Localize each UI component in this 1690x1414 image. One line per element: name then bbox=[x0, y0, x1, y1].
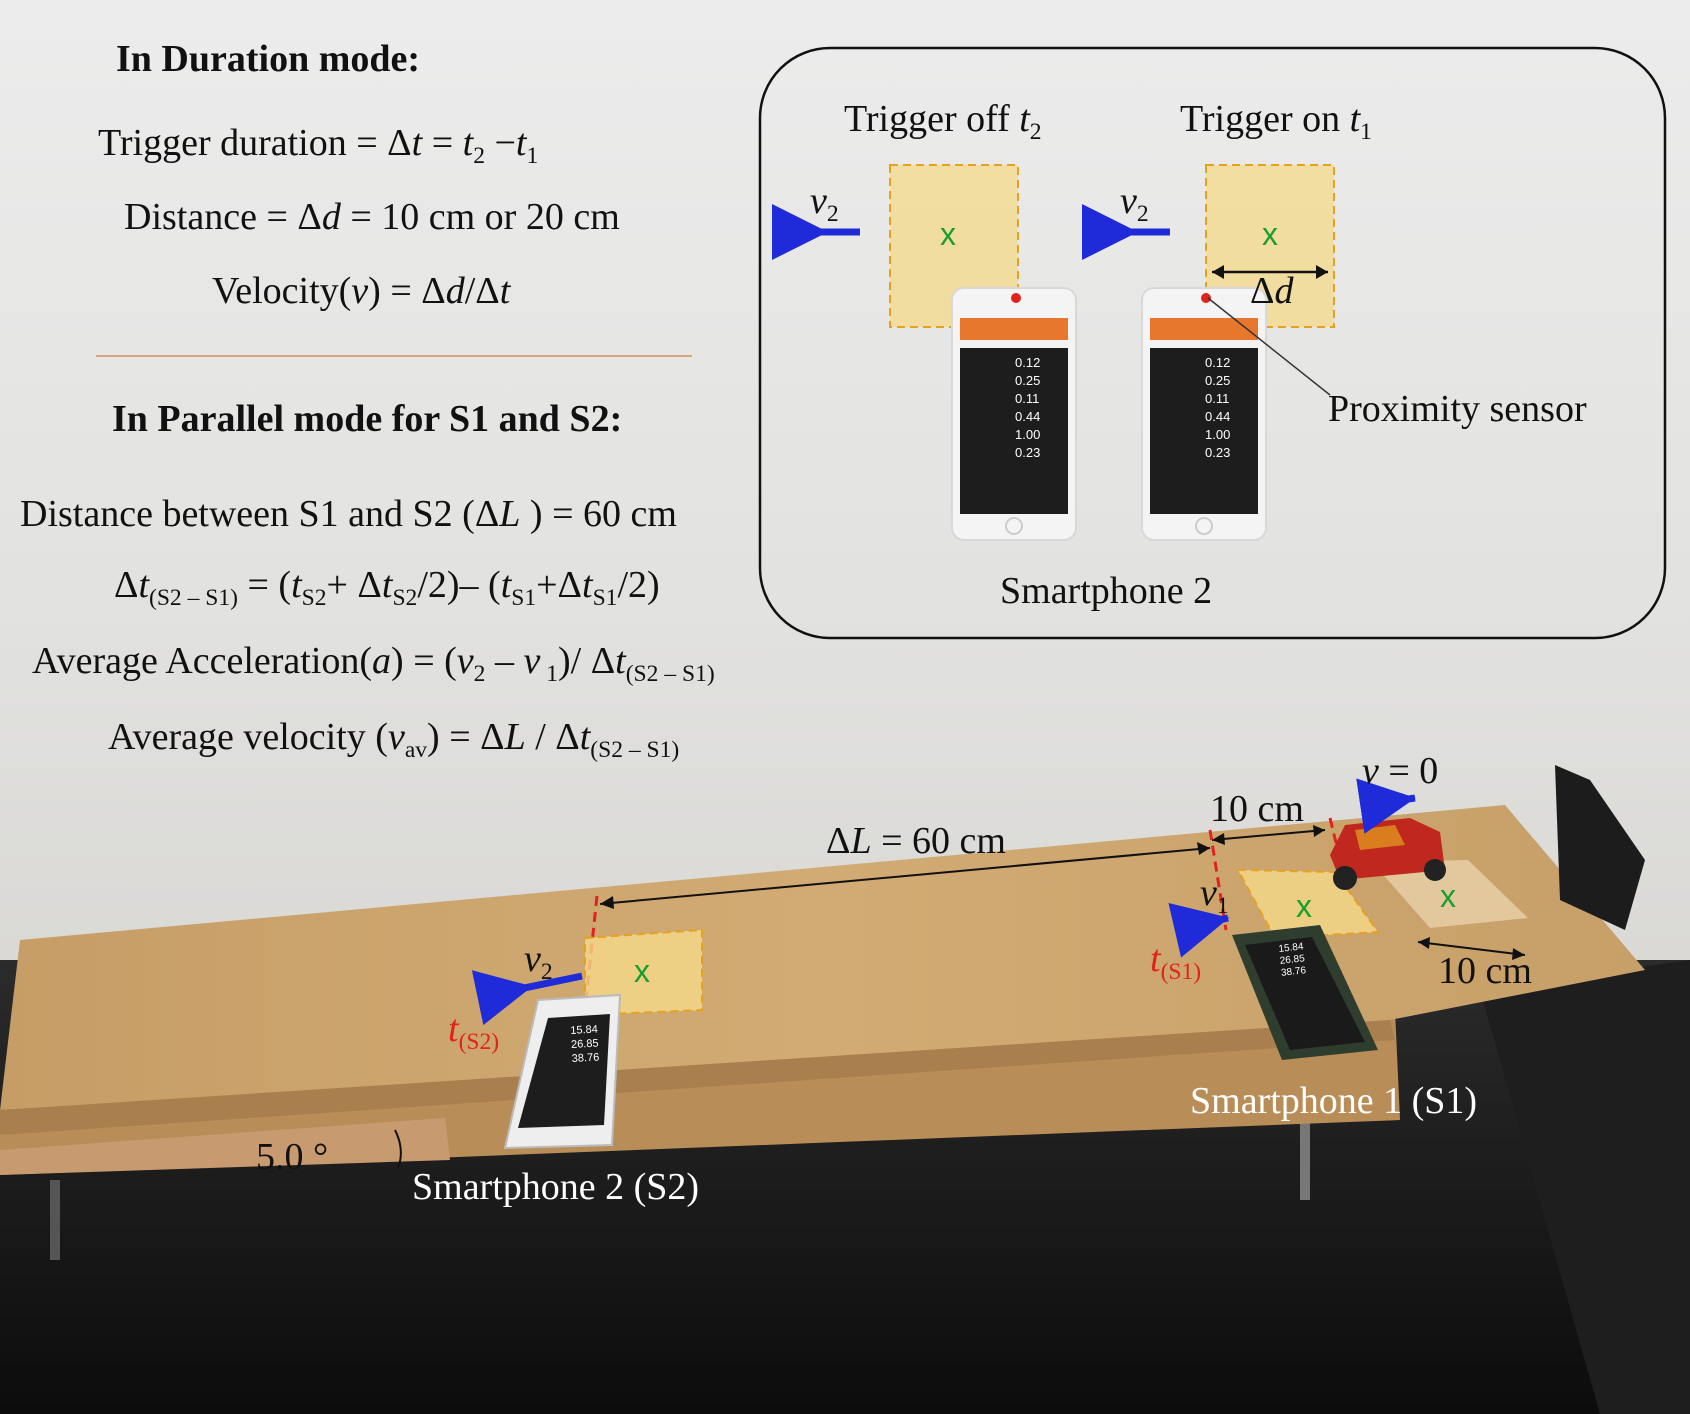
inset-v2-right: v2 bbox=[1120, 180, 1149, 228]
v2-photo-label: v2 bbox=[524, 938, 553, 986]
ten-cm-bottom-label: 10 cm bbox=[1438, 950, 1532, 992]
readout-value: 26.85 bbox=[570, 1037, 599, 1051]
readout-value: 1.00 bbox=[1015, 427, 1041, 442]
photo-x-mark-start: x bbox=[1440, 878, 1456, 914]
v-zero-label: v = 0 bbox=[1362, 750, 1439, 792]
ten-cm-bottom-arrow bbox=[1417, 941, 1526, 956]
photo-x-mark-s1: x bbox=[1296, 888, 1312, 924]
readout-value: 0.11 bbox=[1015, 391, 1040, 406]
readout-value: 0.23 bbox=[1205, 445, 1231, 460]
trigger-off-label: Trigger off t2 bbox=[844, 98, 1042, 146]
parallel-eq-distance: Distance between S1 and S2 (ΔL ) = 60 cm bbox=[20, 493, 677, 535]
parallel-heading: In Parallel mode for S1 and S2: bbox=[112, 398, 623, 440]
photo-x-mark-s2: x bbox=[634, 953, 650, 989]
v1-label: v1 bbox=[1200, 872, 1229, 920]
proximity-leader bbox=[1207, 297, 1331, 396]
delta-L-arrow bbox=[599, 847, 1211, 905]
end-stop bbox=[1555, 765, 1645, 930]
readout-value: 0.12 bbox=[1015, 355, 1041, 370]
delta-d-label: Δd bbox=[1250, 270, 1294, 312]
readout-value: 0.25 bbox=[1015, 373, 1041, 388]
readout-value: 15.84 bbox=[570, 1023, 599, 1037]
angle-label: 5.0 ° bbox=[256, 1136, 329, 1178]
readout-value: 0.44 bbox=[1205, 409, 1231, 424]
inset-phone-right bbox=[1141, 287, 1267, 541]
duration-eq-trigger: Trigger duration = Δt = t2 −t1 bbox=[98, 122, 539, 170]
angle-arc bbox=[394, 1129, 402, 1169]
readout-value: 0.25 bbox=[1205, 373, 1231, 388]
readout-value: 0.12 bbox=[1205, 355, 1231, 370]
inset-phone-left bbox=[951, 287, 1077, 541]
start-pad bbox=[1372, 860, 1528, 928]
wedge bbox=[0, 1118, 450, 1175]
proximity-sensor-label: Proximity sensor bbox=[1328, 388, 1587, 430]
readout-value: 0.44 bbox=[1015, 409, 1041, 424]
trigger-on-label: Trigger on t1 bbox=[1180, 98, 1372, 146]
readout-value: 0.23 bbox=[1015, 445, 1041, 460]
parallel-eq-acceleration: Average Acceleration(a) = (v2 – v 1)/ Δt… bbox=[32, 640, 715, 688]
duration-eq-distance: Distance = Δd = 10 cm or 20 cm bbox=[124, 196, 620, 238]
sensor-zone-s2 bbox=[584, 928, 703, 1017]
inset-x-mark-right: x bbox=[1262, 216, 1278, 252]
ten-cm-top-label: 10 cm bbox=[1210, 788, 1304, 830]
inset-x-mark-left: x bbox=[940, 216, 956, 252]
delta-L-label: ΔL = 60 cm bbox=[826, 820, 1006, 862]
photo-arrow-v0 bbox=[1356, 778, 1416, 834]
t-s2-label: t(S2) bbox=[448, 1008, 500, 1056]
photo-arrow-v2 bbox=[471, 970, 583, 1026]
photo-phone-s2 bbox=[503, 993, 622, 1150]
duration-eq-velocity: Velocity(v) = Δd/Δt bbox=[212, 270, 511, 312]
inset-phone-caption: Smartphone 2 bbox=[1000, 570, 1213, 612]
floor-mat bbox=[1480, 960, 1690, 1414]
readout-value: 38.76 bbox=[571, 1051, 600, 1065]
parallel-eq-delta-t: Δt(S2 – S1) = (tS2+ ΔtS2/2)– (tS1+ΔtS1/2… bbox=[114, 564, 660, 612]
photo-arrow-v1 bbox=[1168, 903, 1230, 958]
smartphone-1-label: Smartphone 1 (S1) bbox=[1190, 1080, 1478, 1122]
ten-cm-top-arrow bbox=[1211, 829, 1326, 841]
t-s1-label: t(S1) bbox=[1150, 938, 1202, 986]
inset-v2-left: v2 bbox=[810, 180, 839, 228]
parallel-eq-avg-velocity: Average velocity (vav) = ΔL / Δt(S2 – S1… bbox=[108, 716, 680, 764]
readout-value: 1.00 bbox=[1205, 427, 1231, 442]
smartphone-2-label: Smartphone 2 (S2) bbox=[412, 1166, 700, 1208]
incline-board bbox=[0, 805, 1645, 1110]
photo-phone-s1 bbox=[1232, 925, 1378, 1060]
readout-value: 0.11 bbox=[1205, 391, 1230, 406]
inset-box bbox=[758, 46, 1667, 640]
duration-heading: In Duration mode: bbox=[116, 38, 421, 80]
